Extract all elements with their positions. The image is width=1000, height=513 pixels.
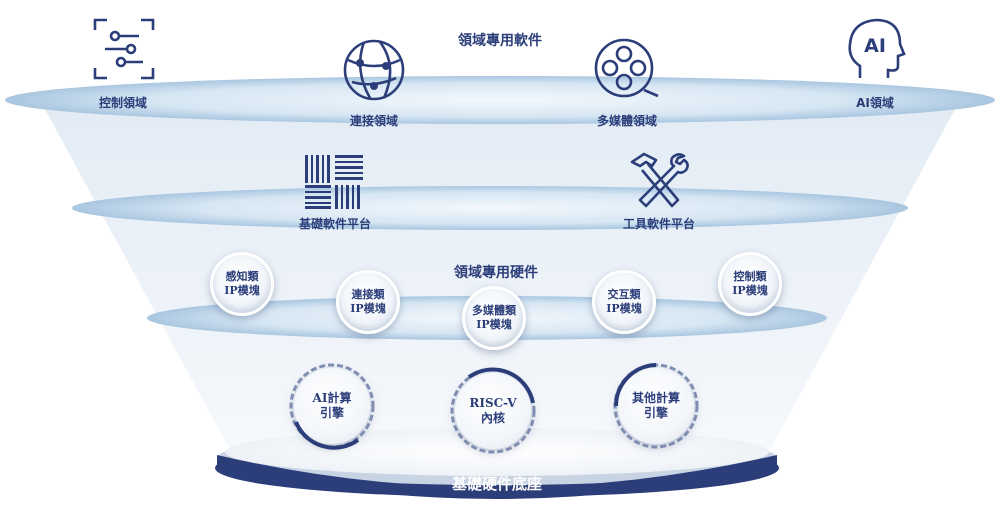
engine-ring xyxy=(289,363,375,450)
engine-line2: 引擎 xyxy=(643,406,668,420)
engine-ring xyxy=(613,363,699,449)
hammer-wrench-icon xyxy=(630,152,689,208)
compute-engine-disc: 其他計算 引擎 xyxy=(613,363,699,449)
engine-line1: 其他計算 xyxy=(631,391,680,405)
engine-line1: RISC-V xyxy=(469,396,517,410)
platform-item-label: 基礎軟件平台 xyxy=(298,217,372,231)
domain-hardware-title: 領域專用硬件 xyxy=(454,265,538,281)
compute-engine-disc: RISC-V 內核 xyxy=(450,367,536,454)
ip-module-bubble: 控制類 IP模塊 xyxy=(718,252,782,316)
ip-module-line2: IP模塊 xyxy=(606,302,642,315)
engine-ring xyxy=(450,367,536,454)
ip-module-line1: 控制類 xyxy=(733,270,767,283)
ai-head-icon: AI xyxy=(848,18,906,78)
ip-module-line1: 連接類 xyxy=(351,288,385,301)
ip-module-bubble: 交互類 IP模塊 xyxy=(592,270,656,334)
ip-module-line2: IP模塊 xyxy=(224,284,260,297)
barcode-grid-icon xyxy=(305,155,363,209)
engine-line2: 引擎 xyxy=(319,406,344,420)
domain-item-label: 多媒體領域 xyxy=(596,114,658,128)
svg-text:AI: AI xyxy=(864,35,886,57)
ip-module-line2: IP模塊 xyxy=(350,302,386,315)
ip-module-line1: 交互類 xyxy=(607,288,641,301)
compute-engine-disc: AI計算 引擎 xyxy=(289,363,375,450)
base-surface xyxy=(225,428,769,476)
layer-disc-top xyxy=(5,76,995,124)
ip-module-line1: 感知類 xyxy=(225,270,259,283)
ip-module-bubble: 連接類 IP模塊 xyxy=(336,270,400,334)
ip-module-bubble: 多媒體類 IP模塊 xyxy=(462,286,526,350)
ip-module-line2: IP模塊 xyxy=(476,318,512,331)
control-sliders-icon xyxy=(93,18,155,80)
domain-item-label: AI領域 xyxy=(856,96,894,110)
base-hardware-label: 基礎硬件底座 xyxy=(451,475,543,493)
engine-line1: AI計算 xyxy=(312,391,352,405)
domain-item-label: 連接領域 xyxy=(349,114,399,128)
funnel-body xyxy=(40,100,960,450)
engine-line2: 內核 xyxy=(480,411,505,425)
base-band-front xyxy=(217,455,777,499)
globe-network-icon xyxy=(343,39,405,101)
ip-module-bubble: 感知類 IP模塊 xyxy=(210,252,274,316)
ip-module-line1: 多媒體類 xyxy=(472,304,516,317)
platform-item-label: 工具軟件平台 xyxy=(622,217,696,231)
domain-item-label: 控制領域 xyxy=(98,96,148,110)
domain-software-title: 領域專用軟件 xyxy=(458,33,542,49)
ip-module-line2: IP模塊 xyxy=(732,284,768,297)
film-reel-icon xyxy=(594,38,659,98)
layer-disc-platform xyxy=(72,186,908,230)
